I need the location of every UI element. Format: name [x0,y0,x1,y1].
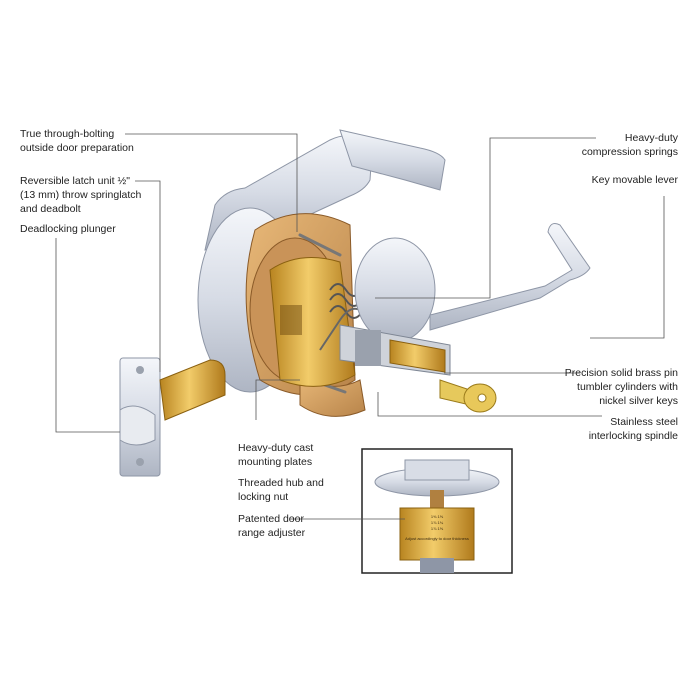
label-compression-springs: Heavy-duty compression springs [581,132,678,158]
label-through-bolting: True through-bolting outside door prepar… [20,128,134,154]
leader-spindle [377,392,602,417]
leader-key-movable-lever [590,196,665,339]
label-key-movable-lever: Key movable lever [591,174,678,186]
label-pin-tumbler: Precision solid brass pin tumbler cylind… [564,367,678,407]
chassis [269,257,356,387]
leader-lines [55,133,665,520]
leader-through-bolting [125,133,298,232]
inside-rose [354,237,436,343]
label-threaded-hub: Threaded hub and locking nut [238,477,324,503]
inset-scale-row-3: 1⅞ 1⅝ [431,526,444,531]
leader-reversible-latch [135,180,161,372]
inset-scale-row-1: 1⅜ 1⅝ [431,514,444,519]
label-mounting-plates: Heavy-duty cast mounting plates [238,442,314,468]
leader-compression-springs [375,137,596,299]
inset-scale-row-2: 1⅞ 1¾ [431,520,444,525]
leader-mounting-plates [255,379,300,420]
cylinder-spindle [339,324,451,376]
range-adjuster-inset: 1⅜ 1⅝ 1⅞ 1¾ 1⅞ 1⅝ Adjust accordingly to … [361,448,513,574]
leader-deadlocking-plunger [55,238,120,433]
inset-scale-note: Adjust accordingly to door thickness [405,536,469,541]
label-deadlocking-plunger: Deadlocking plunger [20,223,116,235]
inside-lever [429,223,591,331]
label-reversible-latch: Reversible latch unit ½" (13 mm) throw s… [20,175,142,215]
label-range-adjuster: Patented door range adjuster [238,513,306,539]
latch-unit [119,357,226,477]
label-spindle: Stainless steel interlocking spindle [588,416,678,442]
nickel-silver-key [439,379,497,413]
